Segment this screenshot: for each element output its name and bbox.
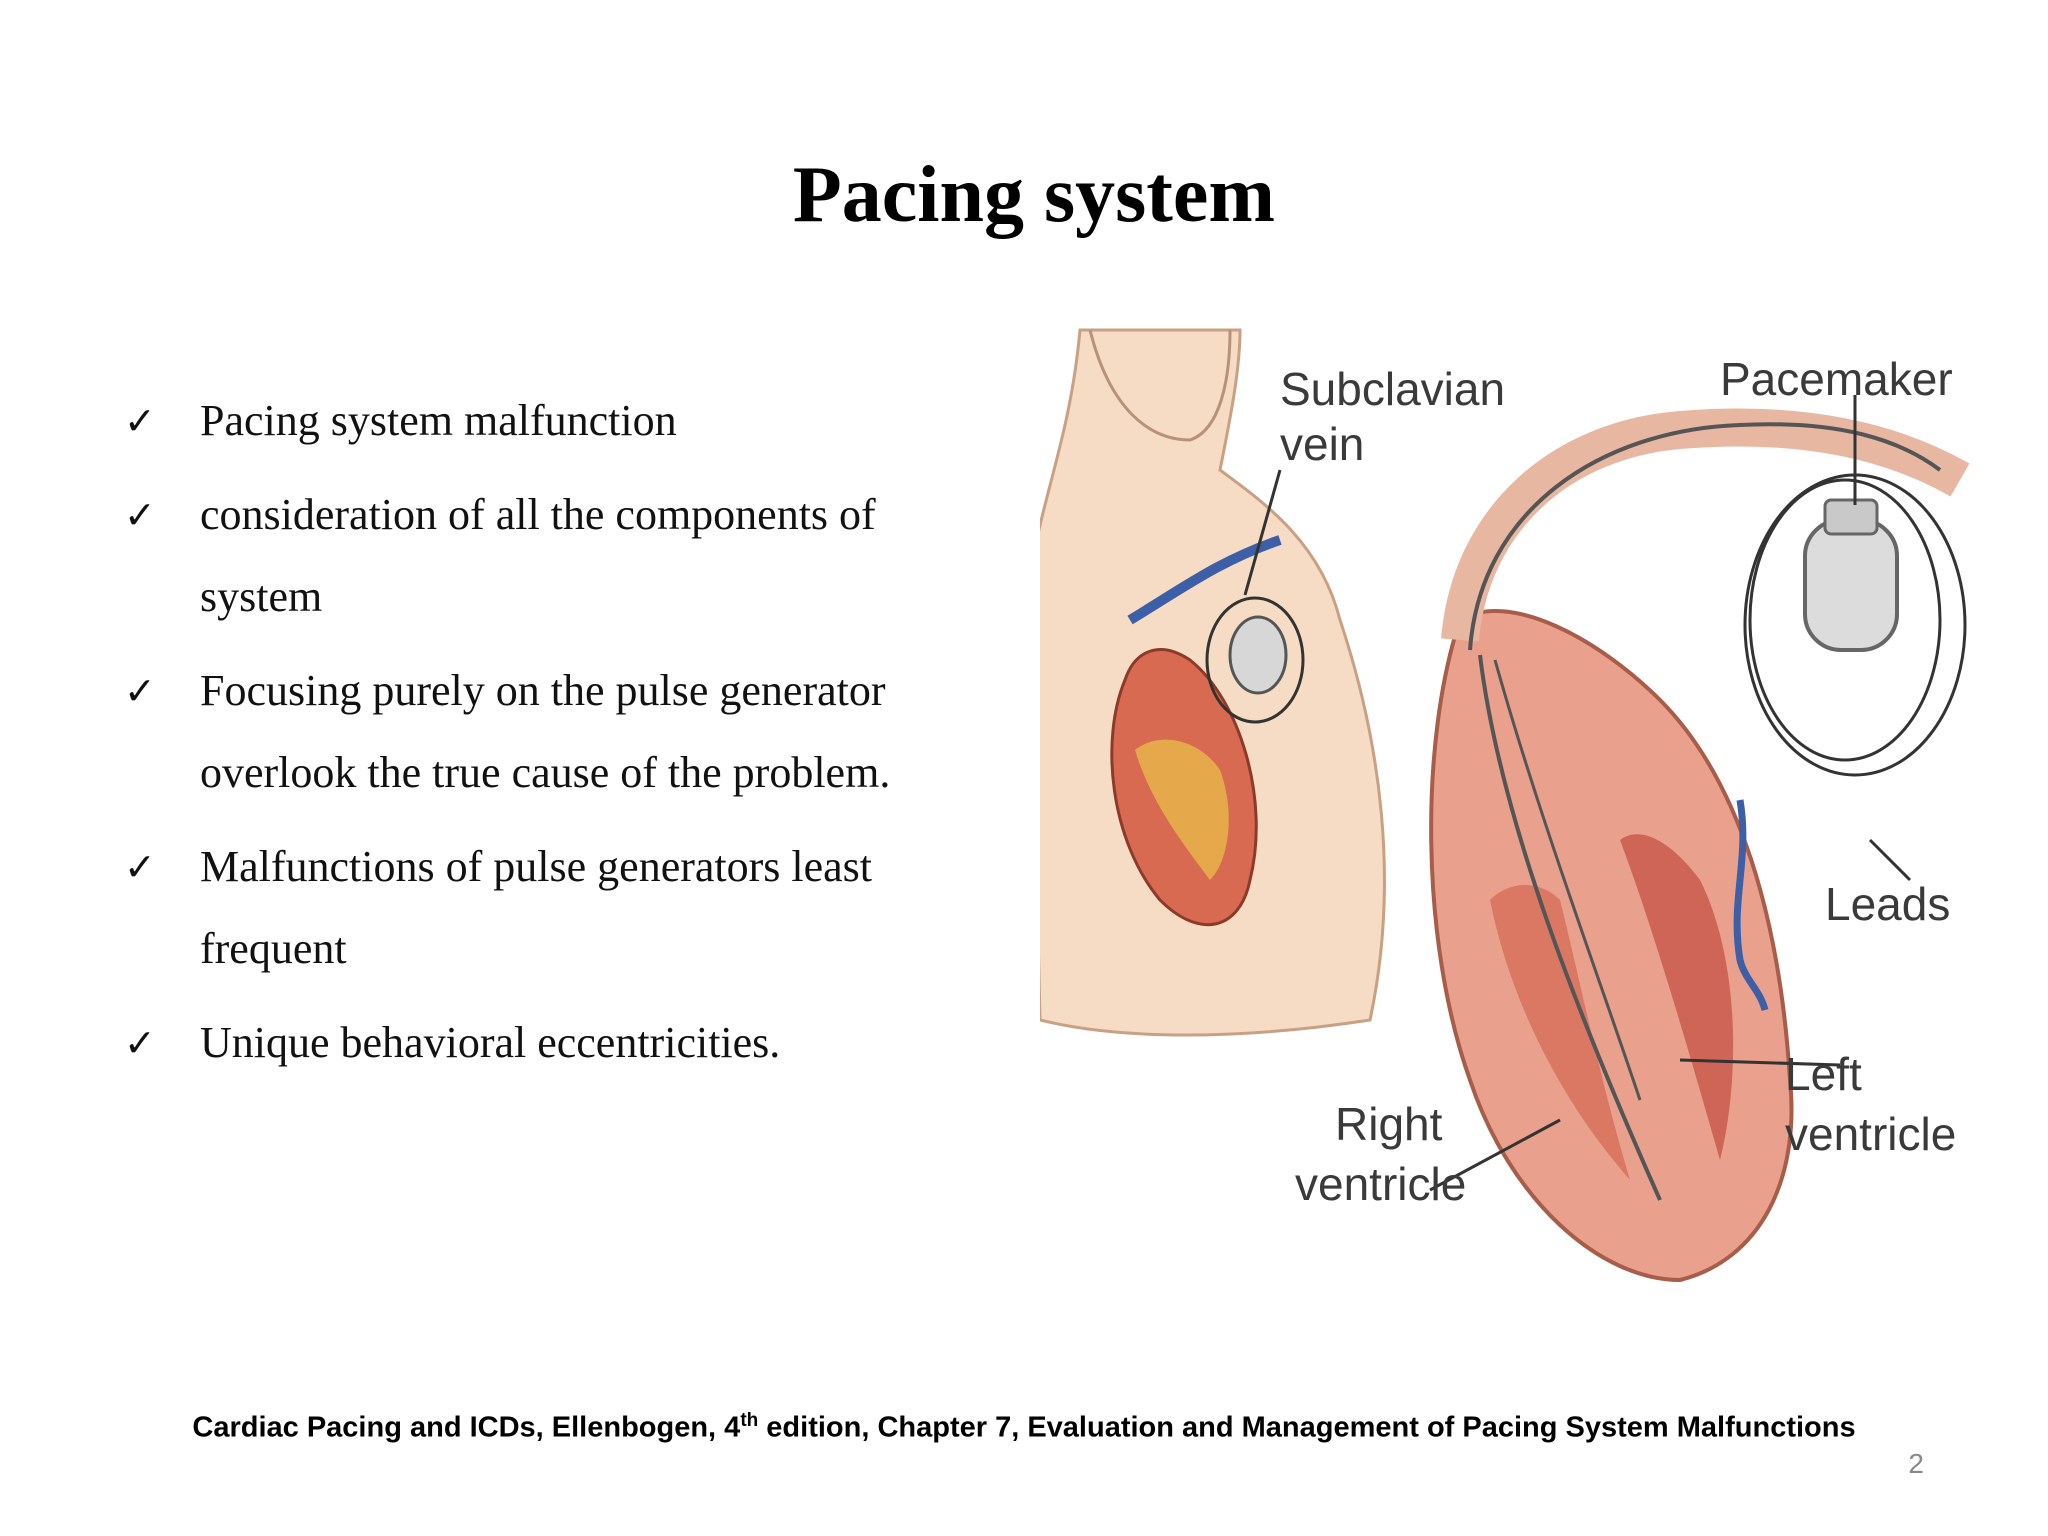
- small-lead-loop: [1205, 596, 1305, 724]
- caption-text-end: edition, Chapter 7, Evaluation and Manag…: [758, 1411, 1856, 1444]
- bullet-list: ✓ Pacing system malfunction ✓ considerat…: [120, 380, 980, 1096]
- left-ventricle-chamber: [1620, 834, 1734, 1160]
- lead-wire: [1468, 422, 1942, 651]
- checkmark-icon: ✓: [124, 845, 156, 889]
- bullet-item: ✓ consideration of all the components of…: [120, 474, 980, 638]
- pacemaker-anatomy-figure: Subclavian vein Pacemaker Leads Left ven…: [1040, 328, 1970, 1283]
- checkmark-icon: ✓: [124, 493, 156, 537]
- lead-wire: [1478, 654, 1662, 1201]
- right-ventricle-pointer: [1429, 1118, 1561, 1192]
- bullet-text: Malfunctions of pulse generators least f…: [200, 842, 873, 973]
- pacemaker-illustration: Subclavian vein Pacemaker Leads Left ven…: [1040, 320, 2040, 1320]
- bullet-text: consideration of all the components of s…: [200, 490, 876, 621]
- checkmark-icon: ✓: [124, 669, 156, 713]
- large-pacemaker: [1803, 518, 1899, 652]
- bullet-item: ✓ Unique behavioral eccentricities.: [120, 1002, 980, 1084]
- label-right-ventricle: ventricle: [1295, 1158, 1466, 1210]
- checkmark-icon: ✓: [124, 399, 156, 443]
- checkmark-icon: ✓: [124, 1021, 156, 1065]
- slide-title: Pacing system: [792, 151, 1276, 239]
- bullet-item: ✓ Pacing system malfunction: [120, 380, 980, 462]
- bullet-item: ✓ Malfunctions of pulse generators least…: [120, 826, 980, 990]
- chin-outline: [1088, 329, 1232, 442]
- bullet-text: Pacing system malfunction: [200, 396, 677, 445]
- subclavian-pointer: [1243, 469, 1282, 596]
- label-leads: Leads: [1825, 878, 1950, 930]
- bullet-item: ✓ Focusing purely on the pulse generator…: [120, 650, 980, 814]
- left-ventricle-pointer: [1679, 1058, 1841, 1067]
- label-vein: vein: [1280, 418, 1364, 470]
- page-number: 2: [1908, 1448, 1924, 1479]
- small-heart-fat: [1135, 739, 1229, 880]
- citation-caption: Cardiac Pacing and ICDs, Ellenbogen, 4th…: [0, 1410, 2048, 1445]
- label-subclavian: Subclavian: [1280, 363, 1505, 415]
- lead-coil: [1748, 478, 1942, 762]
- right-ventricle-chamber: [1490, 885, 1630, 1180]
- lead-wire: [1493, 659, 1642, 1101]
- label-left-ventricle: ventricle: [1785, 1108, 1956, 1160]
- bullet-text: Focusing purely on the pulse generator o…: [200, 666, 891, 797]
- label-left: Left: [1785, 1048, 1862, 1100]
- coronary-vein: [1733, 799, 1769, 1012]
- small-pacemaker: [1228, 615, 1288, 695]
- label-pacemaker: Pacemaker: [1720, 353, 1953, 405]
- caption-text-start: Cardiac Pacing and ICDs, Ellenbogen, 4: [192, 1411, 741, 1444]
- caption-superscript: th: [740, 1410, 759, 1431]
- label-right: Right: [1335, 1098, 1443, 1150]
- pacemaker-header: [1823, 498, 1879, 536]
- bullet-text: Unique behavioral eccentricities.: [200, 1018, 781, 1067]
- leads-pointer: [1868, 838, 1912, 882]
- large-heart: [1429, 609, 1794, 1283]
